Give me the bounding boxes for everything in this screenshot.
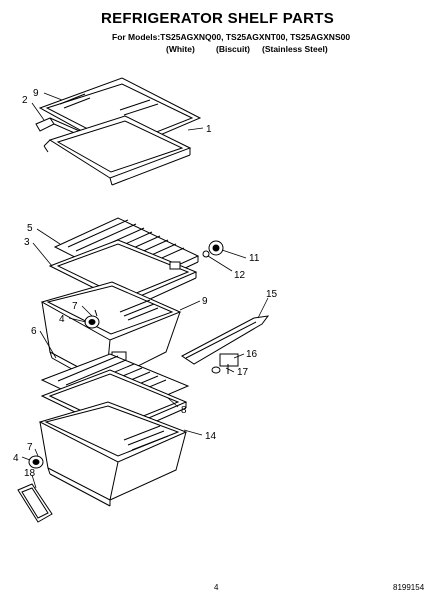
shelf-frame: [43, 115, 192, 186]
callout-18: 18: [24, 468, 36, 479]
variant-biscuit: (Biscuit): [216, 44, 250, 54]
callout-15: 15: [266, 289, 278, 300]
callout-10: 9: [202, 296, 208, 307]
variant-white: (White): [166, 44, 195, 54]
humidity-control-lower: [28, 455, 44, 469]
leader-lines: [21, 92, 269, 489]
callout-2: 2: [22, 95, 28, 106]
callout-8: 8: [181, 405, 187, 416]
slide-roller: [202, 240, 224, 258]
drawer-slide-rail: [181, 315, 270, 374]
callout-14: 14: [205, 431, 217, 442]
label-holder: [17, 483, 53, 523]
callout-5: 5: [27, 223, 33, 234]
callout-16: 16: [246, 349, 258, 360]
document-number: 8199154: [393, 583, 425, 592]
callout-4-upper: 4: [59, 314, 65, 325]
page-title: REFRIGERATOR SHELF PARTS: [100, 10, 335, 27]
callout-12: 12: [234, 270, 246, 281]
callout-9: 9: [33, 88, 39, 99]
page-number: 4: [214, 583, 219, 592]
callout-1: 1: [206, 124, 212, 135]
humidity-control-upper: [84, 309, 100, 329]
variant-stainless: (Stainless Steel): [262, 44, 328, 54]
lower-crisper-drawer: [38, 401, 188, 507]
callout-4-lower: 4: [13, 453, 19, 464]
callout-7-upper: 7: [72, 301, 78, 312]
model-list: For Models:TS25AGXNQ00, TS25AGXNT00, TS2…: [112, 32, 351, 42]
callout-7-lower: 7: [27, 442, 33, 453]
callout-3: 3: [24, 237, 30, 248]
callout-6: 6: [31, 326, 37, 337]
callout-11: 11: [249, 253, 260, 264]
callout-numbers: 9 2 1 5 3 7 4 9 6 8 14 7 4 18 11 12 15 1…: [13, 88, 278, 479]
callout-17: 17: [237, 367, 249, 378]
